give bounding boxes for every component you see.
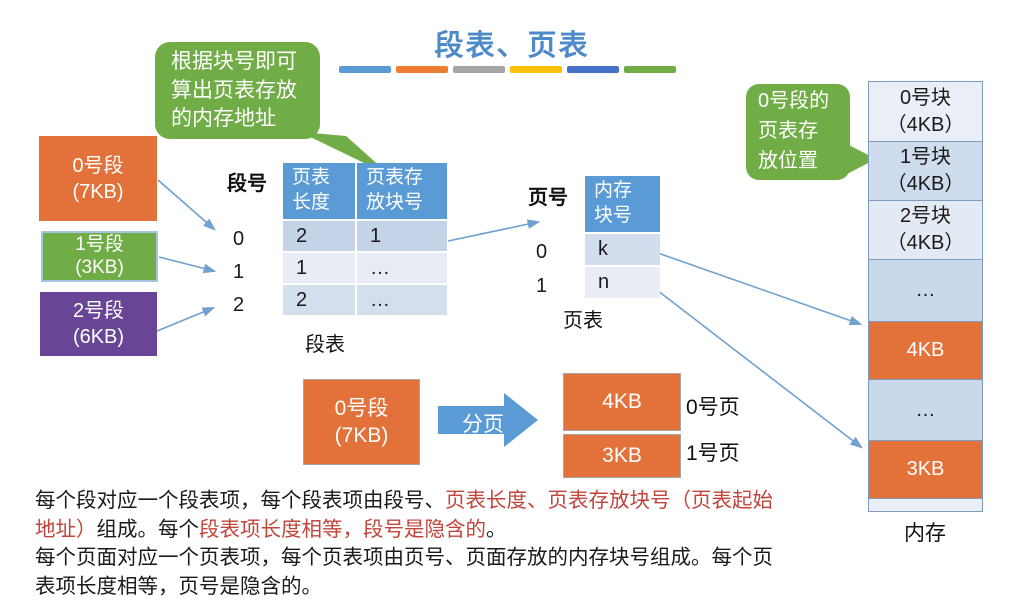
memory-column: 0号块 （4KB） 1号块 （4KB） 2号块 （4KB） … 4KB … 3K…	[868, 81, 983, 512]
arrow-pagerow-n-to-memory-icon	[652, 286, 863, 449]
note-red-text: 段表项长度相等，段号是隐含的	[199, 517, 486, 541]
page-table-header-memblock: 内存 块号	[585, 176, 660, 232]
accent-bar-blue	[339, 66, 391, 73]
arrow-pagerow-k-to-memory-icon	[654, 251, 863, 326]
page-table-cell: n	[585, 267, 660, 298]
arrow-segrow0-to-pagetable-icon	[447, 219, 541, 242]
note-paragraph-1: 每个段对应一个段表项，每个段表项由段号、页表长度、页表存放块号（页表起始 地址）…	[35, 487, 830, 544]
notes-text: 每个段对应一个段表项，每个段表项由段号、页表长度、页表存放块号（页表起始 地址）…	[35, 487, 830, 600]
page-title: 段表、页表	[434, 30, 590, 62]
page-table: 内存 块号 k n	[585, 176, 660, 298]
page-row-id-1: 1	[536, 274, 548, 297]
note-red-text: 页表长度、页表存放块号（页表起始 地址）	[35, 489, 773, 541]
segment-table: 页表 长度 页表存 放块号 2 1 1 … 2 …	[283, 163, 447, 315]
segment-table-header-block: 页表存 放块号	[357, 163, 447, 219]
segment-box-2: 2号段 (6KB)	[40, 292, 157, 356]
memory-block-2: 2号块 （4KB）	[868, 200, 983, 260]
segment-row-id-2: 2	[233, 293, 245, 316]
note-paragraph-2: 每个页面对应一个页表项，每个页表项由页号、页面存放的内存块号组成。每个页 表项长…	[35, 546, 773, 598]
paging-demo-page0-label: 0号页	[686, 396, 740, 419]
callout-segment0-pagetable-location: 0号段的 页表存 放位置	[746, 84, 850, 180]
segment-table-cell: 2	[283, 285, 355, 315]
segment-table-cell: 1	[357, 221, 447, 251]
callout-right-tail-icon	[845, 143, 876, 175]
note-black-text: 每个段对应一个段表项，每个段表项由段号、	[35, 489, 445, 512]
note-black-text: 。	[486, 517, 507, 541]
accent-bar-green	[624, 66, 676, 73]
memory-caption: 内存	[904, 522, 946, 545]
arrow-segment0-to-segtable-icon	[157, 179, 216, 231]
paging-demo-page1-label: 1号页	[686, 442, 740, 465]
segment-table-cell: 2	[283, 221, 355, 251]
paging-demo-segment-box: 0号段 (7KB)	[303, 379, 420, 465]
note-black-text: 组成。每个	[96, 517, 200, 541]
segment-table-cell: …	[357, 253, 447, 283]
segment-row-id-0: 0	[233, 227, 245, 250]
arrow-segment1-to-segtable-icon	[158, 256, 217, 274]
memory-block-3kb: 3KB	[868, 440, 983, 499]
accent-bar-darkblue	[567, 66, 619, 73]
title-underline-bars	[339, 66, 676, 73]
segment-table-caption: 段表	[305, 334, 345, 356]
arrow-segment2-to-segtable-icon	[156, 307, 216, 332]
page-table-cell: k	[585, 234, 660, 265]
segment-table-header-length: 页表 长度	[283, 163, 355, 219]
accent-bar-yellow	[510, 66, 562, 73]
segment-row-id-1: 1	[233, 260, 245, 283]
memory-block-0: 0号块 （4KB）	[868, 81, 983, 142]
segment-table-cell: …	[357, 285, 447, 315]
page-row-id-0: 0	[536, 240, 548, 263]
memory-block-empty	[868, 498, 983, 512]
segment-number-axis-label: 段号	[227, 173, 267, 195]
memory-block-ellipsis-lower: …	[868, 379, 983, 441]
paging-block-arrow-icon	[438, 393, 538, 447]
callout-page-table-address: 根据块号即可 算出页表存放 的内存地址	[155, 42, 320, 139]
memory-block-4kb: 4KB	[868, 321, 983, 380]
segment-table-cell: 1	[283, 253, 355, 283]
page-table-caption: 页表	[563, 310, 603, 332]
memory-block-ellipsis-upper: …	[868, 259, 983, 322]
accent-bar-gray	[453, 66, 505, 73]
paging-arrow-label: 分页	[462, 413, 504, 436]
segment-box-0: 0号段 (7KB)	[39, 136, 157, 221]
page-number-axis-label: 页号	[528, 187, 568, 209]
segment-box-1: 1号段 (3KB)	[41, 231, 158, 282]
paging-demo-page0-box: 4KB	[563, 373, 681, 431]
paging-demo-page1-box: 3KB	[563, 434, 681, 478]
accent-bar-orange	[396, 66, 448, 73]
memory-block-1: 1号块 （4KB）	[868, 141, 983, 201]
